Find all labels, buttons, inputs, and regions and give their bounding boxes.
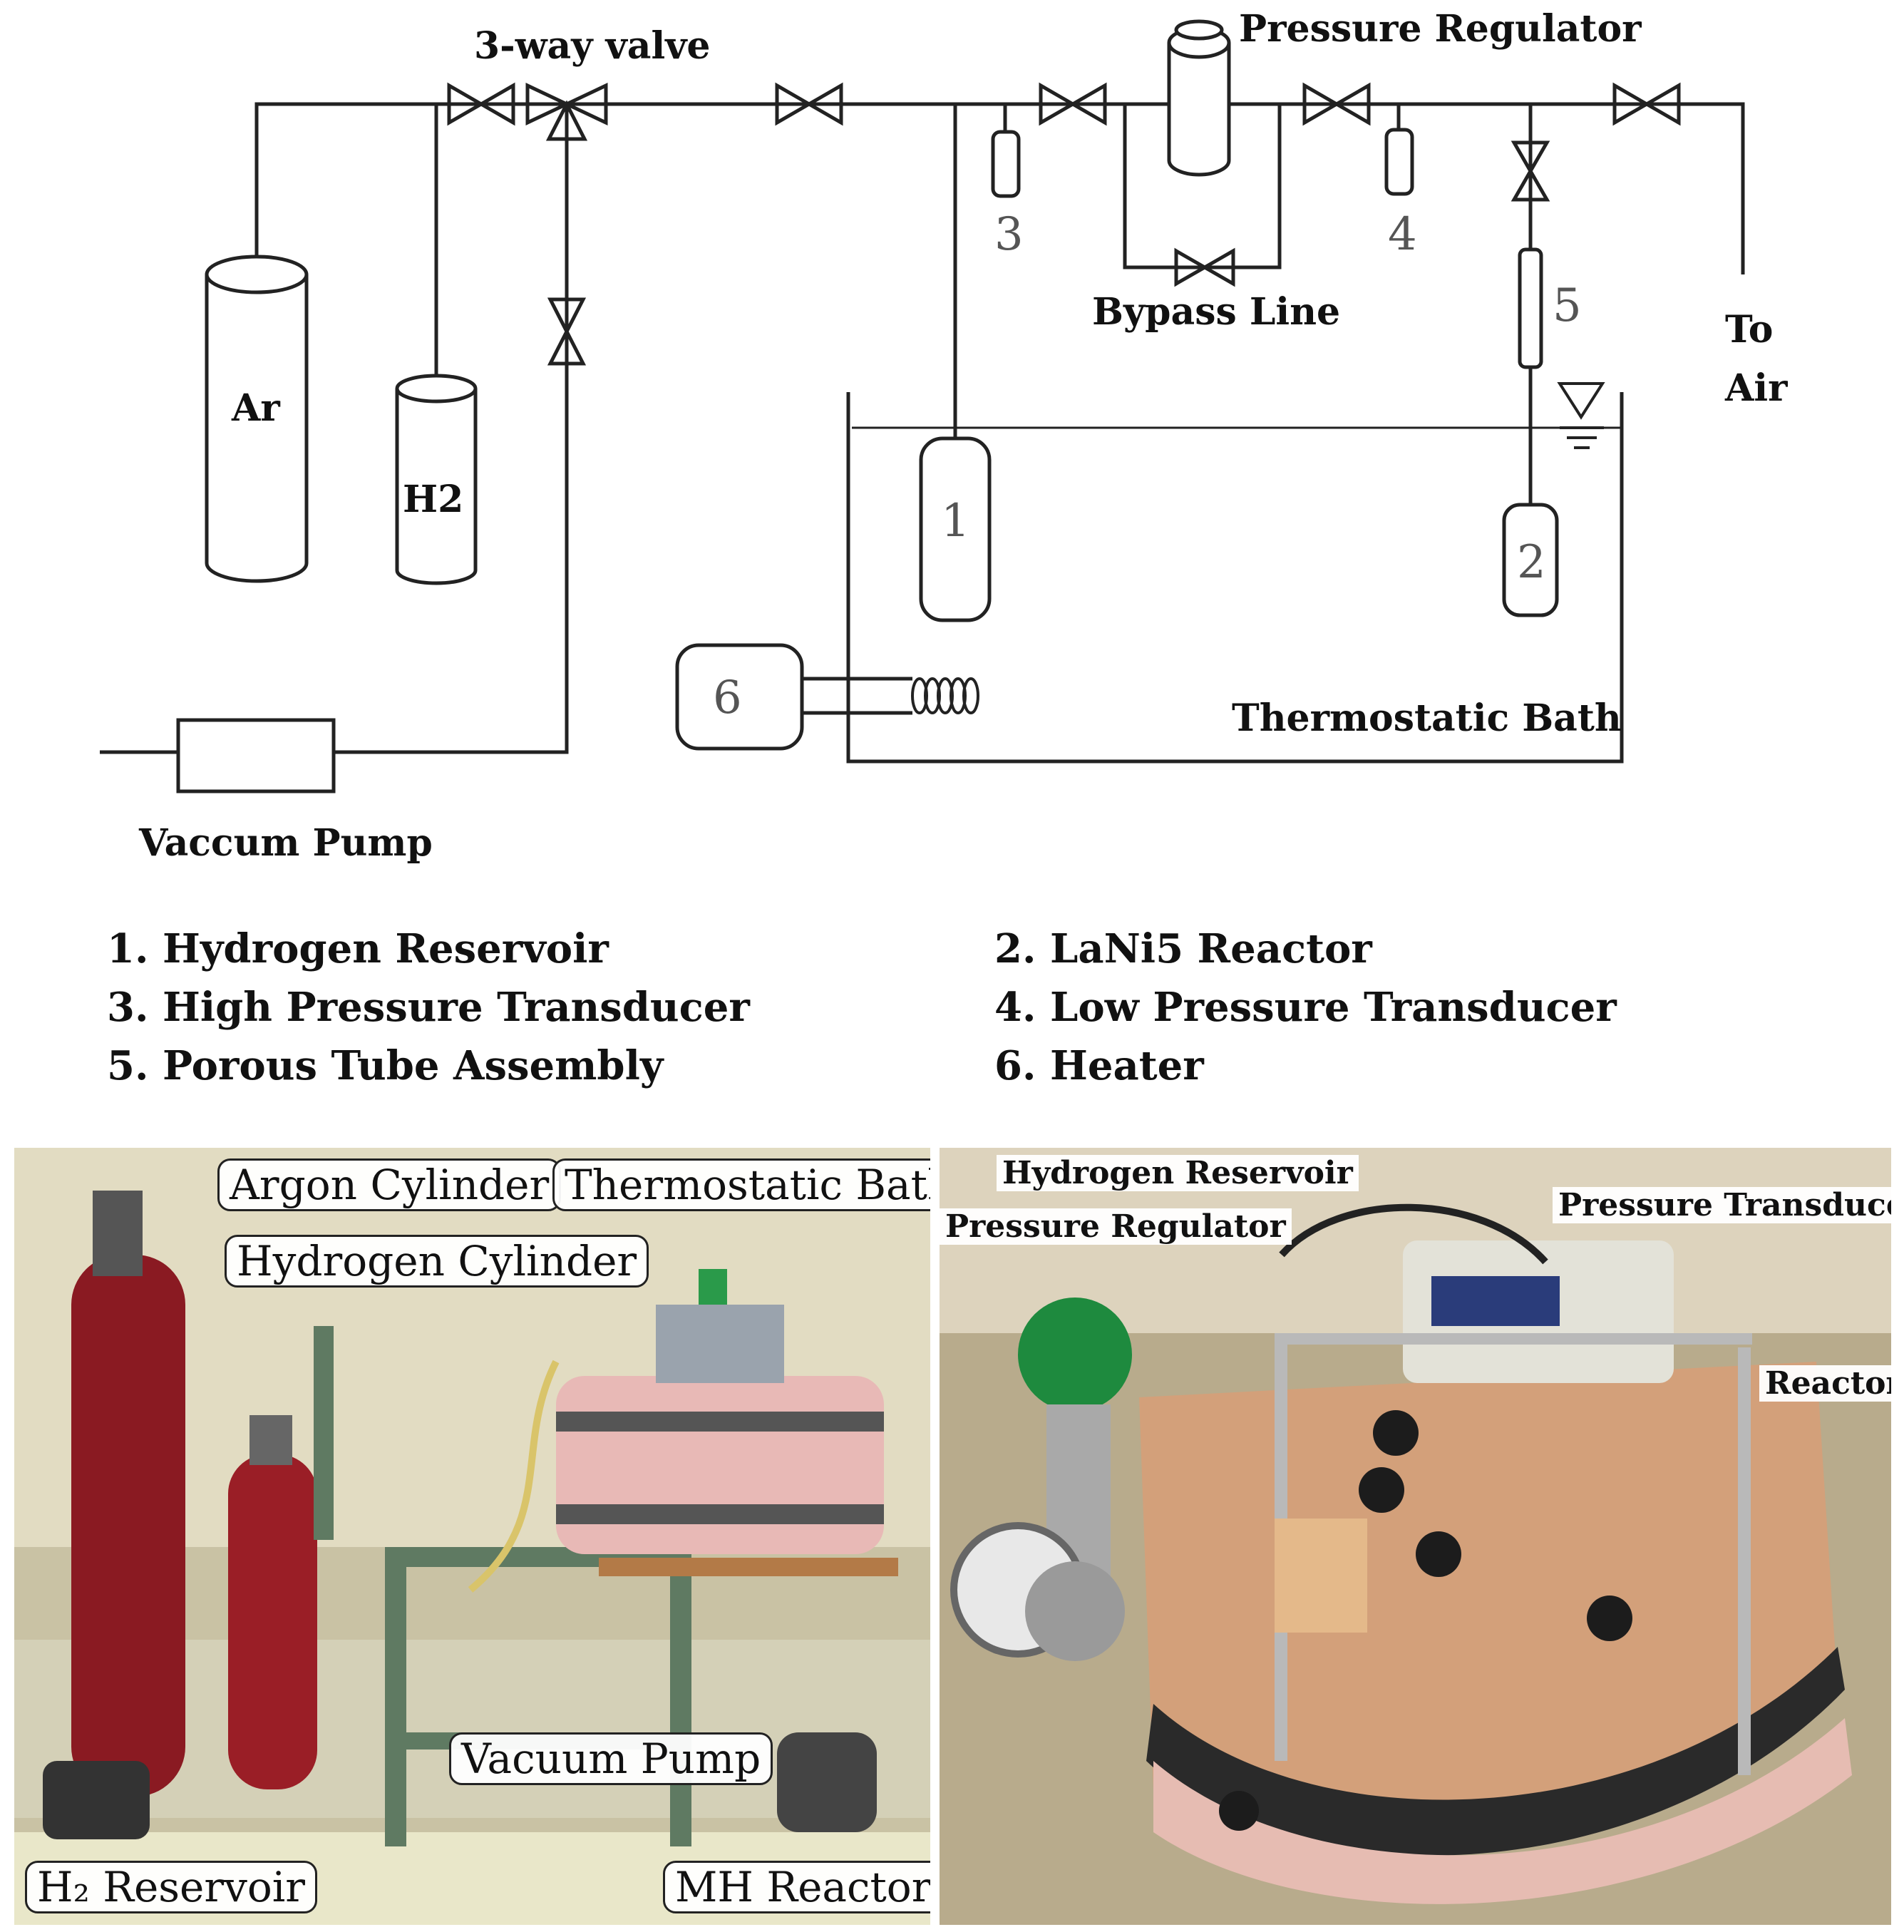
legend-item-4: 4. Low Pressure Transducer [994,984,1617,1031]
callout-h2-reservoir: H₂ Reservoir [25,1861,318,1913]
callout-pressure-transducers: Pressure Transducers [1553,1187,1891,1223]
lani5-reactor-vessel [1502,503,1559,617]
bath-tank-photo [1139,1362,1852,1904]
wooden-board-photo [599,1558,898,1576]
high-pressure-transducer [991,130,1021,198]
component-number-1: 1 [941,495,970,548]
argon-label: Ar [231,386,280,430]
callout-reactor: Reactor [1759,1365,1891,1402]
legend-item-1: 1. Hydrogen Reservoir [107,925,609,972]
callout-mh-reactor: MH Reactor [663,1861,930,1913]
experimental-setup-schematic: 3-way valve Pressure Regulator Bypass Li… [100,7,1788,865]
to-air-label-line1: To [1725,308,1773,351]
legend-item-5: 5. Porous Tube Assembly [107,1042,664,1089]
photo-left-lab-setup: Argon Cylinder Thermostatic Bath Hydroge… [14,1148,930,1925]
thermostatic-bath-photo [556,1269,884,1554]
callout-thermostatic-bath: Thermostatic Bath [552,1158,930,1211]
vacuum-pump-photo [43,1732,877,1839]
hydrogen-cylinder-vessel [395,374,478,585]
wood-block-photo [1275,1519,1367,1633]
valve-icon [547,297,587,366]
component-number-6: 6 [713,672,742,724]
tubing-photo [468,1360,560,1593]
lab-setup-illustration [14,1148,930,1925]
valve-icon [775,82,843,126]
frame-photo [1275,1333,1752,1775]
callout-vacuum-pump: Vacuum Pump [449,1732,773,1785]
hydrogen-cylinder-photo [228,1415,317,1789]
legend-item-6: 6. Heater [994,1042,1204,1089]
valve-icon [1612,82,1681,126]
argon-cylinder-photo [71,1191,185,1797]
heater-coil [911,677,979,714]
pressure-regulator-label: Pressure Regulator [1239,7,1642,51]
pressure-regulator-vessel [1167,19,1231,177]
three-way-valve-icon [525,83,608,141]
callout-pressure-regulator: Pressure Regulator [940,1208,1292,1245]
piping-lines [100,102,1745,764]
component-number-3: 3 [994,208,1024,261]
hydrogen-label: H2 [403,478,463,521]
valve-icon [1174,247,1235,287]
photo-right-reactor-closeup: Hydrogen Reservoir Pressure Regulator Pr… [940,1148,1891,1925]
valve-knobs-photo [1219,1410,1632,1831]
vacuum-pump-label: Vaccum Pump [138,821,433,865]
low-pressure-transducer [1384,128,1414,196]
heater-box [675,643,804,751]
valve-icon [1302,82,1371,126]
reactor-closeup-illustration [940,1148,1891,1925]
bypass-line-label: Bypass Line [1092,290,1340,334]
legend-column-right: 2. LaNi5 Reactor 4. Low Pressure Transdu… [994,920,1617,1095]
component-number-2: 2 [1517,536,1546,589]
hydrogen-reservoir-vessel [919,436,992,622]
pressure-gauge-photo [950,1522,1125,1661]
valve-icon [1511,140,1550,202]
component-number-5: 5 [1553,279,1582,332]
legend-item-2: 2. LaNi5 Reactor [994,925,1372,972]
water-level-icon [1557,382,1605,449]
valve-icon [447,82,515,126]
callout-hydrogen-cylinder: Hydrogen Cylinder [225,1235,649,1288]
three-way-valve-label: 3-way valve [474,24,711,68]
argon-cylinder-vessel [205,255,309,583]
valve-icon [1039,82,1107,126]
valves [447,82,1681,366]
to-air-label-line2: Air [1724,366,1788,410]
thermostatic-bath-label: Thermostatic Bath [1232,697,1622,740]
legend-item-3: 3. High Pressure Transducer [107,984,750,1031]
legend-column-left: 1. Hydrogen Reservoir 3. High Pressure T… [107,920,750,1095]
porous-tube-assembly [1518,247,1543,369]
vacuum-pump-box [176,718,336,793]
callout-hydrogen-reservoir: Hydrogen Reservoir [997,1155,1359,1191]
component-number-4: 4 [1388,208,1417,261]
callout-argon-cylinder: Argon Cylinder [217,1158,562,1211]
